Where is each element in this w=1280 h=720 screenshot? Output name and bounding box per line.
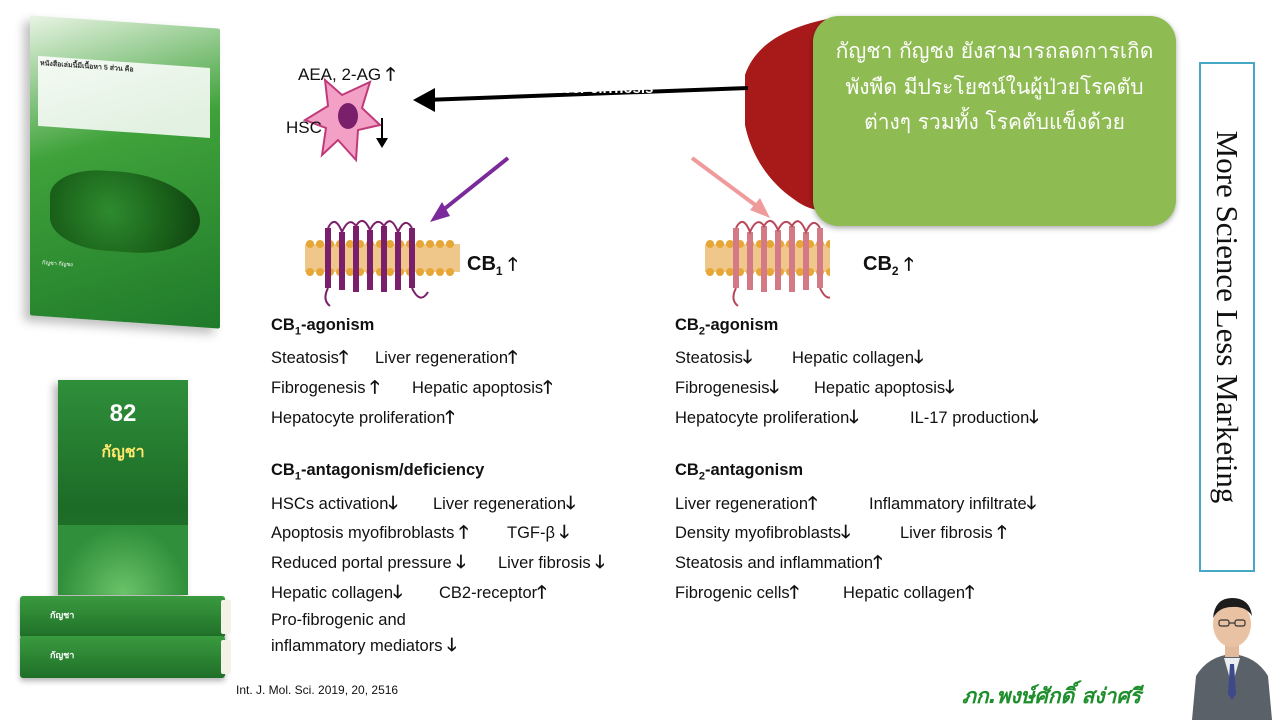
list-item: Steatosis🡓 — [675, 347, 753, 367]
cb2-agonism-title: CB2-agonism — [675, 316, 779, 338]
author-name: ภก.พงษ์ศักดิ์ สง่าศรี — [962, 684, 1141, 708]
list-item: Hepatic collagen🡓 — [271, 582, 403, 602]
list-item: Pro-fibrogenic and — [271, 611, 406, 629]
list-item: Apoptosis myofibroblasts 🡑 — [271, 522, 469, 542]
liver-image — [745, 18, 830, 211]
arrow-line — [424, 86, 749, 102]
callout-box: กัญชา กัญชง ยังสามารถลดการเกิดพังพืด มีป… — [813, 16, 1176, 226]
list-item: Inflammatory infiltrate🡓 — [869, 493, 1037, 513]
list-item: Steatosis🡑 — [271, 347, 349, 367]
hsc-cell-image — [302, 77, 383, 163]
book-cover-guide: หนังสือเล่มนี้มีเนื้อหา 5 ส่วน คือ กัญชา… — [30, 15, 220, 329]
aea-label: AEA, 2-AG 🡑 — [298, 64, 396, 84]
book-cover-82: 82 กัญชา — [58, 380, 188, 595]
reference-text: Int. J. Mol. Sci. 2019, 20, 2516 — [236, 683, 399, 697]
author-photo — [1188, 586, 1276, 720]
list-item: Steatosis and inflammation🡑 — [675, 552, 883, 572]
book-stack-top: กัญชา — [20, 596, 231, 638]
diagram-graphics — [302, 18, 830, 307]
book-stack-bottom: กัญชา — [20, 636, 231, 678]
cannabis-leaf-image — [50, 166, 200, 258]
cb2-antagonism-title: CB2-antagonism — [675, 461, 804, 483]
book-title: กัญชา — [101, 444, 145, 461]
cb2-receptor-image — [705, 219, 830, 307]
list-item: Fibrogenesis 🡑 — [271, 377, 380, 397]
list-item: Hepatic collagen🡑 — [843, 582, 975, 602]
list-item: TGF-β 🡓 — [507, 522, 569, 542]
cb1-label: CB1 🡑 — [467, 253, 518, 278]
book-spine-label: กัญชา — [50, 650, 75, 660]
list-item: Liver regeneration🡓 — [433, 493, 576, 513]
list-item: HSCs activation🡓 — [271, 493, 398, 513]
book-spine-label: กัญชา — [50, 610, 75, 620]
list-item: Liver fibrosis 🡓 — [498, 552, 605, 572]
liver-cirrhosis-label: Liver cirrhosis — [550, 80, 654, 97]
cb2-label: CB2 🡑 — [863, 253, 914, 278]
list-item: Hepatic apoptosis🡑 — [412, 377, 553, 397]
book-contents-panel: หนังสือเล่มนี้มีเนื้อหา 5 ส่วน คือ — [38, 55, 210, 138]
book-contents-title: หนังสือเล่มนี้มีเนื้อหา 5 ส่วน คือ — [40, 60, 134, 74]
list-item: Hepatocyte proliferation🡓 — [675, 407, 859, 427]
list-item: Fibrogenesis🡓 — [675, 377, 779, 397]
book-number: 82 — [109, 400, 137, 427]
list-item: Hepatocyte proliferation🡑 — [271, 407, 455, 427]
cb1-agonism-title: CB1-agonism — [271, 316, 375, 338]
list-item: Fibrogenic cells🡑 — [675, 582, 800, 602]
list-item: Hepatic apoptosis🡓 — [814, 377, 955, 397]
list-item: Liver fibrosis 🡑 — [900, 522, 1007, 542]
list-item: Reduced portal pressure 🡓 — [271, 552, 466, 572]
cannabis-leaf-image — [58, 525, 188, 595]
list-item: CB2-receptor🡑 — [439, 582, 547, 602]
arrow-head — [413, 88, 435, 112]
book-pages-edge — [221, 640, 231, 674]
hsc-label: HSC — [286, 118, 322, 137]
list-item: Density myofibroblasts🡓 — [675, 522, 851, 542]
cb1-receptor-image — [305, 219, 460, 307]
list-item: Hepatic collagen🡓 — [792, 347, 924, 367]
cb1-antagonism-title: CB1-antagonism/deficiency — [271, 461, 485, 483]
book-summary-text: กัญชา กัญชง — [42, 260, 73, 269]
list-item: IL-17 production🡓 — [910, 407, 1039, 427]
list-item: Liver regeneration🡑 — [675, 493, 818, 513]
side-panel-text: More Science Less Marketing — [1210, 130, 1245, 504]
side-panel: More Science Less Marketing — [1199, 62, 1255, 572]
list-item: Liver regeneration🡑 — [375, 347, 518, 367]
list-item: inflammatory mediators 🡓 — [271, 635, 457, 655]
book-pages-edge — [221, 600, 231, 634]
